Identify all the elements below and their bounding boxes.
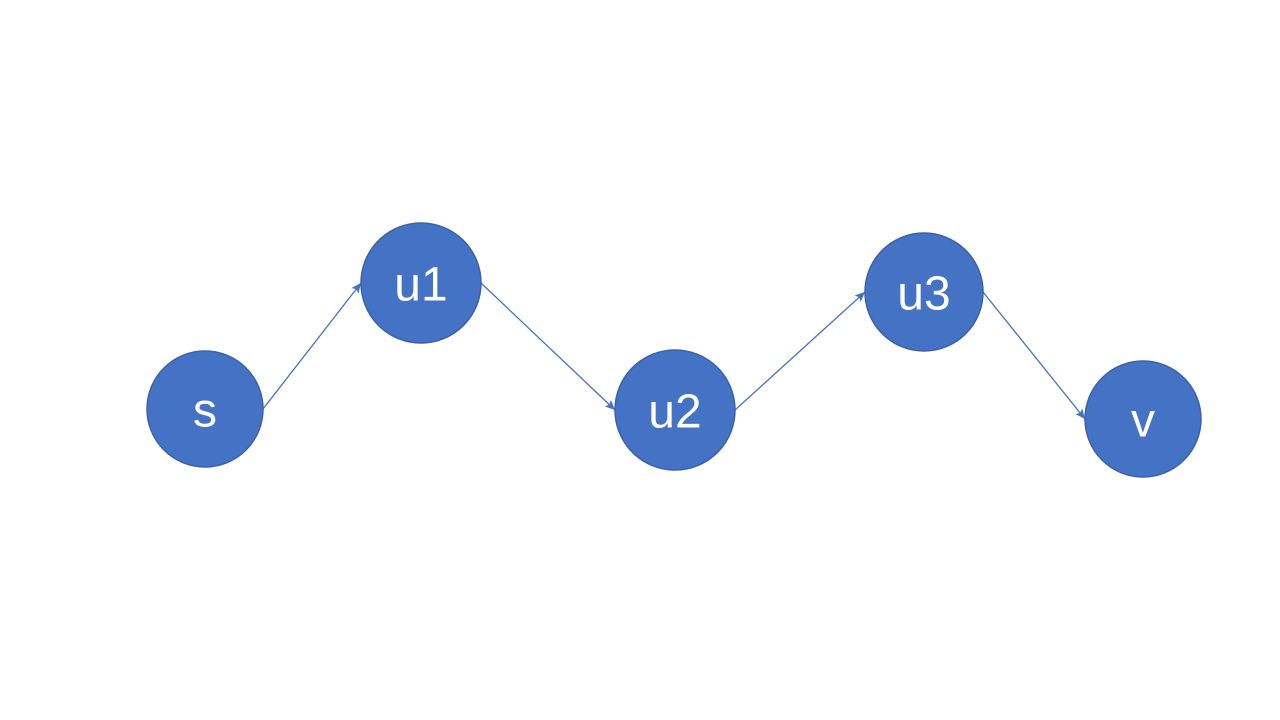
node-s[interactable]: s <box>146 350 264 468</box>
node-u1[interactable]: u1 <box>360 222 482 344</box>
node-label-v: v <box>1131 394 1155 447</box>
node-circle-u1[interactable] <box>360 222 482 344</box>
node-label-u2: u2 <box>648 385 701 438</box>
node-u3[interactable]: u3 <box>864 232 984 352</box>
node-label-u1: u1 <box>394 258 447 311</box>
node-circle-v[interactable] <box>1084 360 1202 478</box>
node-u2[interactable]: u2 <box>614 349 736 471</box>
node-circle-u3[interactable] <box>864 232 984 352</box>
node-label-s: s <box>193 384 217 437</box>
edge-u2-u3 <box>734 291 866 411</box>
node-label-u3: u3 <box>897 267 950 320</box>
edge-u1-u2 <box>480 282 616 411</box>
node-v[interactable]: v <box>1084 360 1202 478</box>
edge-s-u1 <box>262 282 362 410</box>
edge-u3-v <box>982 291 1086 420</box>
node-circle-u2[interactable] <box>614 349 736 471</box>
node-circle-s[interactable] <box>146 350 264 468</box>
